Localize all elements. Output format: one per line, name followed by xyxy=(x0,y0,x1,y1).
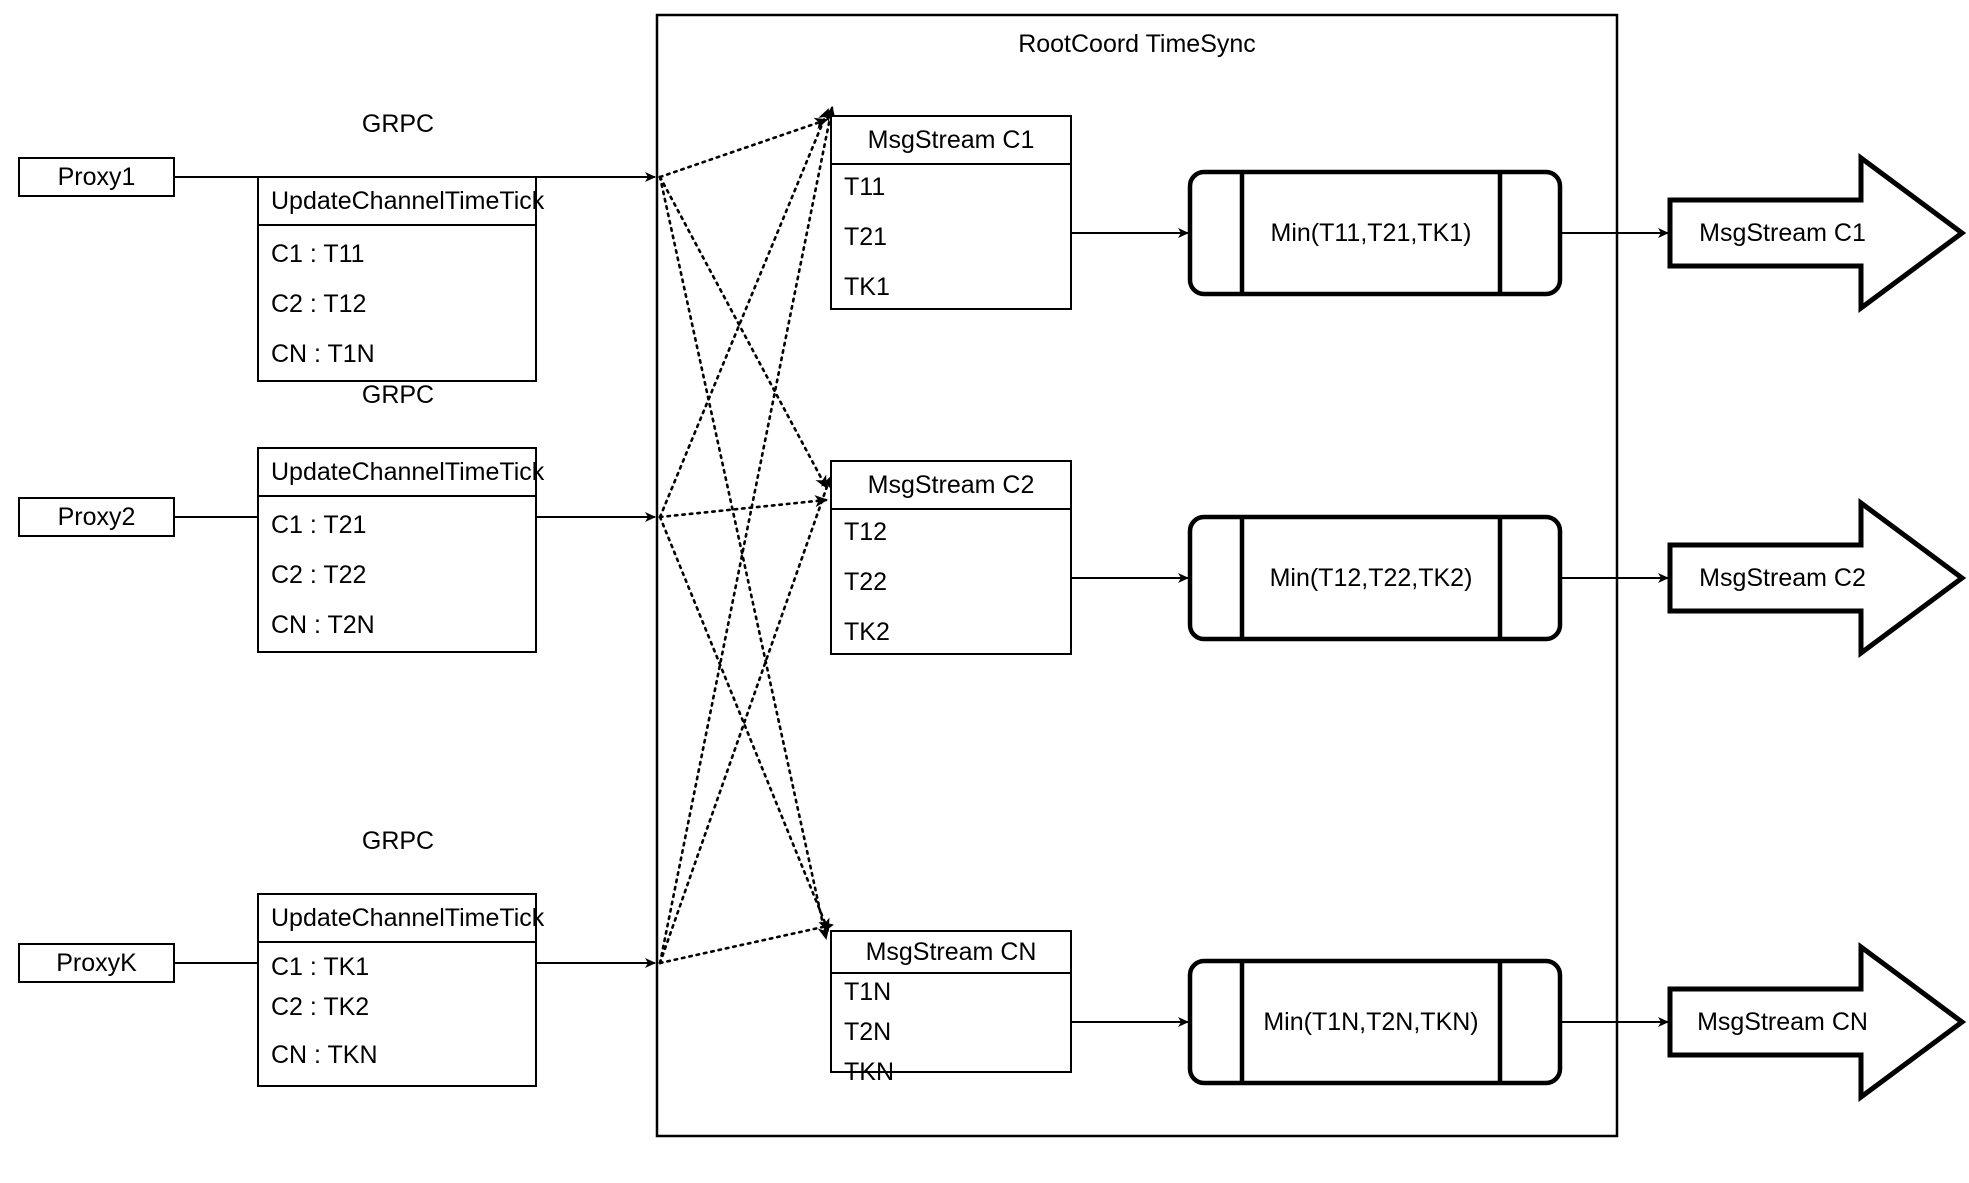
msgstream-body-1: T11 T21 TK1 xyxy=(832,165,1070,308)
grpc-link-label-3: GRPC xyxy=(361,827,435,855)
rpc-entry-3-0: C1 : TK1 xyxy=(271,953,370,981)
fanout-p1-c2 xyxy=(658,175,828,489)
rootcoord-container-title: RootCoord TimeSync xyxy=(1018,30,1256,58)
proxy-box-2[interactable]: Proxy2 xyxy=(18,497,175,537)
fanout-p2-cn xyxy=(658,515,830,932)
output-label-3: MsgStream CN xyxy=(1697,1008,1868,1036)
rpc-box-body-2: C1 : T21 C2 : T22 CN : T2N xyxy=(259,497,535,651)
msgstream-title-1: MsgStream C1 xyxy=(832,117,1070,165)
rpc-box-title-3: UpdateChannelTimeTick xyxy=(259,895,544,943)
msgstream-entry-2-2: TK2 xyxy=(844,618,890,646)
output-label-1: MsgStream C1 xyxy=(1699,219,1866,247)
msgstream-entry-3-0: T1N xyxy=(844,978,892,1006)
fanout-p1-c1 xyxy=(658,117,828,179)
fanout-p3-cn xyxy=(658,921,834,965)
rpc-entry-2-0: C1 : T21 xyxy=(271,511,367,539)
rpc-entry-2-2: CN : T2N xyxy=(271,611,375,639)
rpc-entry-3-1: C2 : TK2 xyxy=(271,993,370,1021)
msgstream-entry-3-1: T2N xyxy=(844,1018,892,1046)
output-label-2: MsgStream C2 xyxy=(1699,564,1866,592)
msgstream-body-2: T12 T22 TK2 xyxy=(832,510,1070,653)
min-process-shape-1 xyxy=(1187,169,1563,297)
min-process-shape-2 xyxy=(1187,514,1563,642)
rpc-box-body-3: C1 : TK1 C2 : TK2 CN : TKN xyxy=(259,943,535,1085)
proxy-label-1: Proxy1 xyxy=(57,162,136,191)
rpc-box-title-1: UpdateChannelTimeTick xyxy=(259,178,544,226)
output-block-arrow-1 xyxy=(1667,153,1967,313)
fanout-p3-c1 xyxy=(658,106,836,965)
msgstream-entry-3-2: TKN xyxy=(844,1058,894,1086)
rpc-box-1[interactable]: UpdateChannelTimeTick C1 : T11 C2 : T12 … xyxy=(257,176,544,382)
msgstream-box-1[interactable]: MsgStream C1 T11 T21 TK1 xyxy=(830,115,1072,310)
msgstream-box-2[interactable]: MsgStream C2 T12 T22 TK2 xyxy=(830,460,1072,655)
grpc-link-label-2: GRPC xyxy=(361,381,435,409)
msgstream-entry-1-1: T21 xyxy=(844,223,888,251)
msgstream-box-3[interactable]: MsgStream CN T1N T2N TKN xyxy=(830,930,1072,1086)
rpc-entry-3-2: CN : TKN xyxy=(271,1041,378,1069)
proxy-label-3: ProxyK xyxy=(56,948,137,977)
rpc-entry-1-2: CN : T1N xyxy=(271,340,375,368)
min-label-3: Min(T1N,T2N,TKN) xyxy=(1263,1008,1479,1036)
rpc-box-title-2: UpdateChannelTimeTick xyxy=(259,449,544,497)
msgstream-entry-1-2: TK1 xyxy=(844,273,890,301)
fanout-p1-cn xyxy=(658,175,830,940)
proxy-box-3[interactable]: ProxyK xyxy=(18,943,175,983)
fanout-p2-c1 xyxy=(658,108,830,519)
rpc-box-3[interactable]: UpdateChannelTimeTick C1 : TK1 C2 : TK2 … xyxy=(257,893,544,1087)
rpc-box-body-1: C1 : T11 C2 : T12 CN : T1N xyxy=(259,226,535,380)
msgstream-entry-1-0: T11 xyxy=(844,173,886,201)
min-process-shape-3 xyxy=(1187,958,1563,1086)
rpc-entry-1-1: C2 : T12 xyxy=(271,290,367,318)
fanout-p2-c2 xyxy=(658,495,828,519)
grpc-link-label-1: GRPC xyxy=(361,110,435,138)
fanout-p3-c2 xyxy=(658,476,833,965)
min-label-2: Min(T12,T22,TK2) xyxy=(1269,564,1473,592)
proxy-label-2: Proxy2 xyxy=(57,502,136,531)
msgstream-body-3: T1N T2N TKN xyxy=(832,974,1070,1086)
msgstream-entry-2-1: T22 xyxy=(844,568,888,596)
rpc-entry-2-1: C2 : T22 xyxy=(271,561,367,589)
msgstream-title-3: MsgStream CN xyxy=(832,932,1070,974)
rpc-entry-1-0: C1 : T11 xyxy=(271,240,365,268)
proxy-box-1[interactable]: Proxy1 xyxy=(18,157,175,197)
msgstream-entry-2-0: T12 xyxy=(844,518,888,546)
min-label-1: Min(T11,T21,TK1) xyxy=(1270,219,1472,247)
output-block-arrow-2 xyxy=(1667,498,1967,658)
output-block-arrow-3 xyxy=(1667,942,1967,1102)
rpc-box-2[interactable]: UpdateChannelTimeTick C1 : T21 C2 : T22 … xyxy=(257,447,544,653)
msgstream-title-2: MsgStream C2 xyxy=(832,462,1070,510)
